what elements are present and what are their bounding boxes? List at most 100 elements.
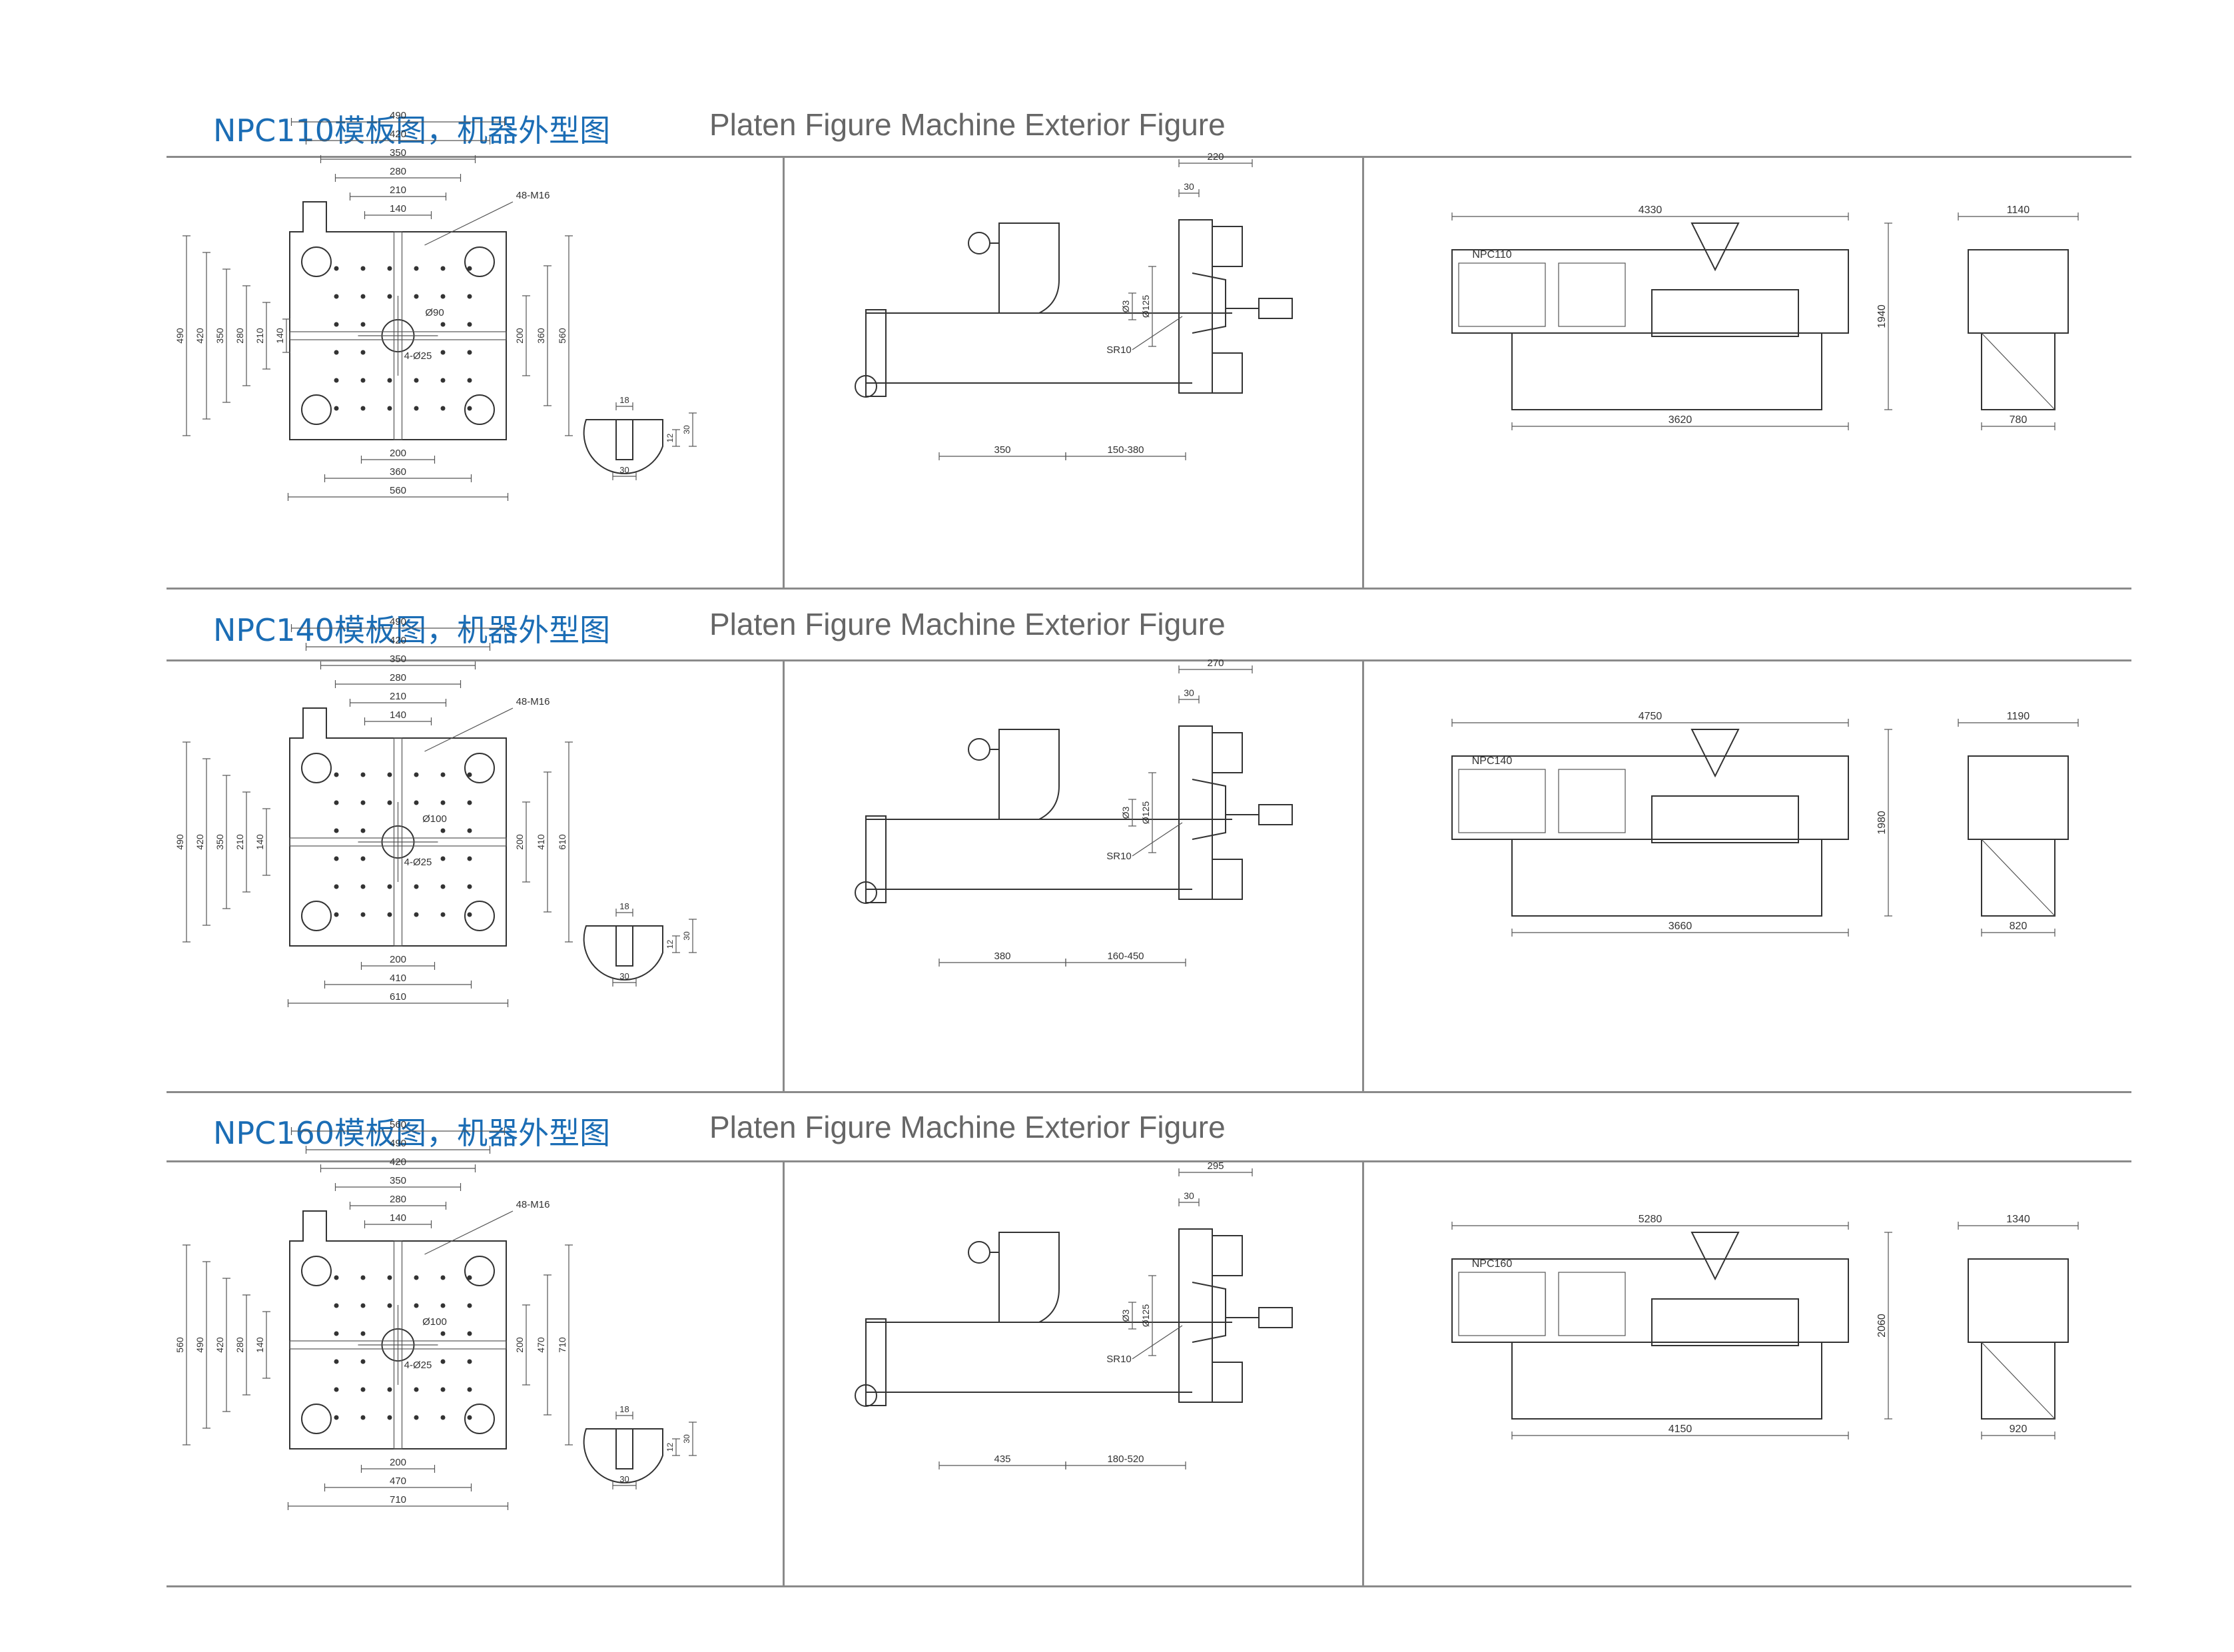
dimension-label: 200 (514, 834, 525, 850)
dimension-label: 140 (254, 834, 265, 850)
machine-base (1511, 839, 1822, 917)
bolt-hole (467, 856, 472, 861)
bolt-hole (467, 828, 472, 833)
control-panel (1558, 262, 1626, 327)
bolt-hole (334, 1275, 339, 1280)
dimension-label: 560 (557, 328, 567, 344)
t-slot (393, 1240, 403, 1449)
section-top-rule (167, 659, 2131, 661)
section-title-en: Platen Figure Machine Exterior Figure (709, 607, 1226, 641)
bolt-hole (467, 1303, 472, 1308)
t-slot-profile (615, 1428, 633, 1469)
dimension-label: 200 (390, 1457, 406, 1468)
dimension-label: 410 (390, 973, 406, 984)
bolt-hole (414, 294, 419, 299)
moving-platen (998, 222, 1060, 314)
section-title-en: Platen Figure Machine Exterior Figure (709, 107, 1226, 142)
bolt-hole (334, 378, 339, 383)
section-title-en: Platen Figure Machine Exterior Figure (709, 1110, 1226, 1144)
dimension-label: 12 (665, 1443, 675, 1452)
bolt-hole (334, 266, 339, 271)
dimension-label: 350 (390, 1175, 406, 1186)
dimension-label: 490 (194, 1337, 205, 1353)
bolt-hole (387, 884, 392, 889)
hopper (1690, 222, 1740, 272)
bolt-hole (334, 406, 339, 411)
dimension-label: 360 (390, 466, 406, 478)
end-view-body (1968, 755, 2069, 840)
clamp-guard (1458, 262, 1546, 327)
bolt-hole (334, 1331, 339, 1336)
bolt-hole (414, 912, 419, 917)
leader-line (1132, 1325, 1183, 1360)
platen-boss (1212, 859, 1243, 900)
bolt-hole (334, 828, 339, 833)
dimension-label: 1140 (2007, 205, 2030, 216)
dimension-label: 30 (1184, 687, 1194, 698)
bolt-hole (360, 856, 366, 861)
center-hole-label: Ø100 (422, 1316, 447, 1328)
bolt-hole (360, 350, 366, 355)
section-bottom-rule (167, 1585, 2131, 1587)
bolt-hole (334, 1387, 339, 1392)
dimension-label: 420 (390, 129, 406, 140)
bolt-hole (387, 1387, 392, 1392)
tie-bar-hole (301, 1256, 332, 1286)
dimension-label: 30 (619, 1474, 629, 1484)
model-label: NPC110 (1472, 249, 1511, 260)
bolt-hole (334, 800, 339, 805)
dimension-label: 350 (994, 444, 1010, 456)
injection-unit (1651, 1298, 1799, 1346)
t-slot (393, 737, 403, 947)
bolt-hole (360, 772, 366, 777)
bolt-hole (414, 1303, 419, 1308)
platen-boss (1212, 352, 1243, 394)
platen-boss (1212, 226, 1243, 267)
dimension-label: 350 (214, 328, 225, 344)
tie-bar-hole (301, 246, 332, 277)
toggle-pin (968, 1241, 990, 1264)
dimension-label: 380 (994, 951, 1010, 962)
dimension-label: 220 (1207, 151, 1224, 163)
bolt-hole (334, 856, 339, 861)
end-view-base (1981, 1342, 2055, 1420)
bolt-label: 48-M16 (516, 696, 550, 707)
bolt-hole (360, 884, 366, 889)
dimension-label: 490 (390, 110, 406, 121)
dimension-label: 4150 (1669, 1424, 1692, 1435)
dimension-label: 210 (390, 691, 406, 702)
bolt-hole (440, 772, 446, 777)
bolt-hole (334, 1303, 339, 1308)
moving-platen (998, 729, 1060, 820)
platen-boss (1212, 1362, 1243, 1403)
end-view-brace (1981, 1342, 2055, 1420)
bolt-hole (440, 912, 446, 917)
dimension-label: 410 (536, 834, 546, 850)
rear-platen (865, 309, 887, 397)
platen-outline (289, 707, 507, 947)
dimension-label: 4330 (1639, 205, 1663, 216)
dimension-label: Ø3 (1120, 806, 1131, 819)
bolt-hole (467, 350, 472, 355)
section-top-rule (167, 156, 2131, 158)
t-slot (393, 231, 403, 440)
dimension-label: 30 (682, 931, 691, 941)
bolt-hole (440, 828, 446, 833)
bolt-hole (360, 294, 366, 299)
dimension-label: 350 (390, 653, 406, 665)
dimension-label: 420 (194, 328, 205, 344)
section-title-cn: NPC140模板图，机器外型图 (213, 612, 611, 648)
bolt-hole (414, 1275, 419, 1280)
dimension-label: 18 (619, 1404, 629, 1414)
dimension-label: 210 (254, 328, 265, 344)
bolt-hole (334, 322, 339, 327)
bolt-hole (440, 1359, 446, 1364)
t-slot-detail (583, 1428, 663, 1483)
nozzle-unit (1258, 1307, 1293, 1328)
bolt-hole (467, 322, 472, 327)
model-label: NPC140 (1472, 755, 1513, 767)
dimension-label: 160-450 (1107, 951, 1144, 962)
bolt-hole (467, 800, 472, 805)
section-title-cn: NPC160模板图，机器外型图 (213, 1115, 611, 1151)
